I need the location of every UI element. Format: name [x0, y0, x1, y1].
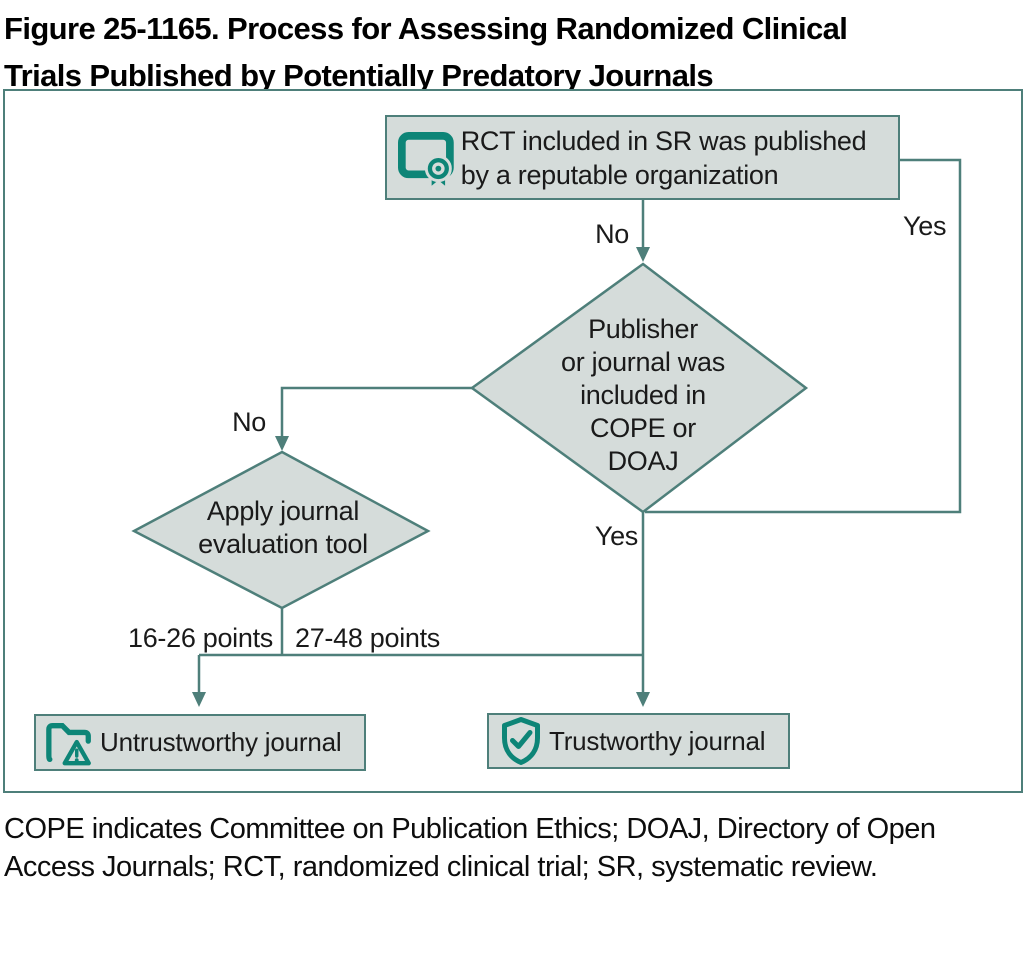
edge-cope-no-line — [280, 386, 472, 438]
node-trustworthy-journal: Trustworthy journal — [487, 713, 790, 769]
edge-label-start-yes: Yes — [903, 211, 947, 241]
figure-title-line1: Figure 25-1165. Process for Assessing Ra… — [4, 11, 848, 46]
node-start-label: RCT included in SR was published by a re… — [460, 125, 867, 190]
decision1-line: or journal was — [561, 347, 725, 377]
edge-label-start-no: No — [595, 219, 629, 249]
decision2-line: evaluation tool — [198, 529, 368, 559]
node-untrustworthy-label: Untrustworthy journal — [100, 727, 342, 757]
flowchart-panel: RCT included in SR was published by a re… — [3, 89, 1023, 793]
edge-label-cope-no: No — [232, 407, 266, 437]
folder-alert-icon — [46, 722, 91, 765]
decision-eval-tool-label: Apply journal evaluation tool — [133, 495, 433, 561]
decision1-line: COPE or — [590, 413, 696, 443]
figure-title: Figure 25-1165. Process for Assessing Ra… — [4, 5, 1014, 99]
edge-start-yes-line — [645, 158, 962, 514]
decision-eval-tool-diamond — [131, 450, 431, 610]
arrowhead-to-cope-diamond — [636, 247, 650, 262]
decision1-line: Publisher — [588, 314, 698, 344]
figure-footnote: COPE indicates Committee on Publication … — [4, 810, 1024, 886]
decision-cope-doaj-diamond — [469, 262, 809, 514]
figure-title-line2: Trials Published by Potentially Predator… — [4, 58, 714, 93]
edge-label-points-high: 27-48 points — [295, 623, 441, 653]
certificate-icon — [398, 131, 454, 189]
shield-check-icon — [502, 717, 540, 765]
decision1-line: DOAJ — [607, 446, 679, 476]
edge-label-points-low: 16-26 points — [127, 623, 273, 653]
arrowhead-to-eval-diamond — [275, 436, 289, 451]
footnote-line2: Access Journals; RCT, randomized clinica… — [4, 851, 878, 883]
footnote-line1: COPE indicates Committee on Publication … — [4, 813, 936, 845]
node-untrustworthy-journal: Untrustworthy journal — [34, 714, 366, 771]
arrowhead-to-trustworthy — [636, 692, 650, 707]
edge-label-cope-yes: Yes — [594, 521, 638, 551]
flowchart-connectors — [131, 158, 962, 707]
decision2-line: Apply journal — [206, 496, 360, 526]
edge-points-lines — [197, 608, 643, 692]
node-start-rct: RCT included in SR was published by a re… — [385, 115, 900, 200]
arrowhead-to-untrustworthy — [192, 692, 206, 707]
node-trustworthy-label: Trustworthy journal — [549, 725, 766, 756]
decision-cope-doaj-label: Publisher or journal was included in COP… — [493, 313, 793, 478]
decision1-line: included in — [580, 380, 706, 410]
